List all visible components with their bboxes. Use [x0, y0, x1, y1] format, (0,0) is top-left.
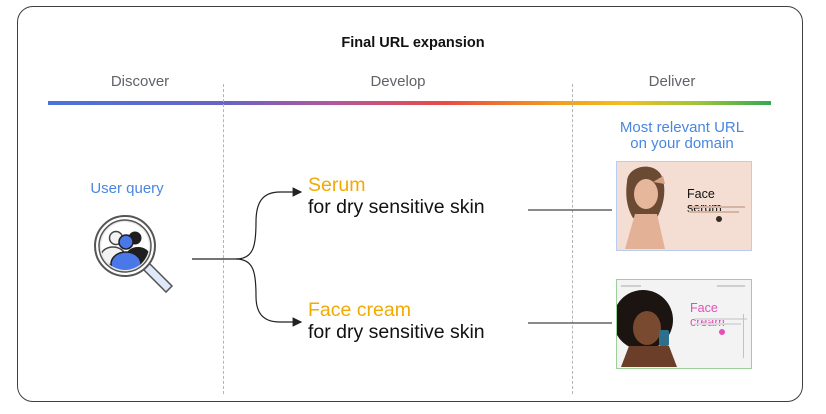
- query-qualifier-face-cream: for dry sensitive skin: [308, 321, 485, 343]
- text-line: [695, 323, 741, 325]
- destination-label-line1: Most relevant URL: [619, 119, 745, 136]
- phase-divider: [223, 84, 224, 394]
- query-term-serum: Serum: [308, 174, 366, 196]
- phase-develop: Develop: [370, 73, 426, 90]
- destination-label: Most relevant URL on your domain: [582, 120, 782, 152]
- landing-page-thumbnail-face-cream: Face cream: [616, 279, 752, 369]
- query-term-face-cream: Face cream: [308, 299, 411, 321]
- user-search-icon: [94, 215, 174, 294]
- phase-divider: [572, 84, 573, 394]
- text-line: [717, 285, 745, 287]
- model-photo: [617, 290, 677, 367]
- cta-dot: [716, 216, 722, 222]
- text-line: [621, 285, 641, 287]
- model-photo: [625, 166, 665, 249]
- query-qualifier-serum: for dry sensitive skin: [308, 196, 485, 218]
- phase-deliver: Deliver: [648, 73, 696, 90]
- text-line: [689, 211, 739, 213]
- diagram-frame: [17, 6, 803, 402]
- landing-page-thumbnail-serum: Face serum: [616, 161, 752, 251]
- text-line: [689, 206, 745, 208]
- cta-dot: [719, 329, 725, 335]
- text-line: [695, 318, 747, 320]
- destination-label-line2: on your domain: [630, 135, 734, 152]
- phase-discover: Discover: [110, 73, 170, 90]
- diagram-title: Final URL expansion: [341, 35, 485, 51]
- phase-gradient-bar: [48, 101, 771, 105]
- text-line: [743, 314, 744, 358]
- user-query-label: User query: [90, 180, 164, 197]
